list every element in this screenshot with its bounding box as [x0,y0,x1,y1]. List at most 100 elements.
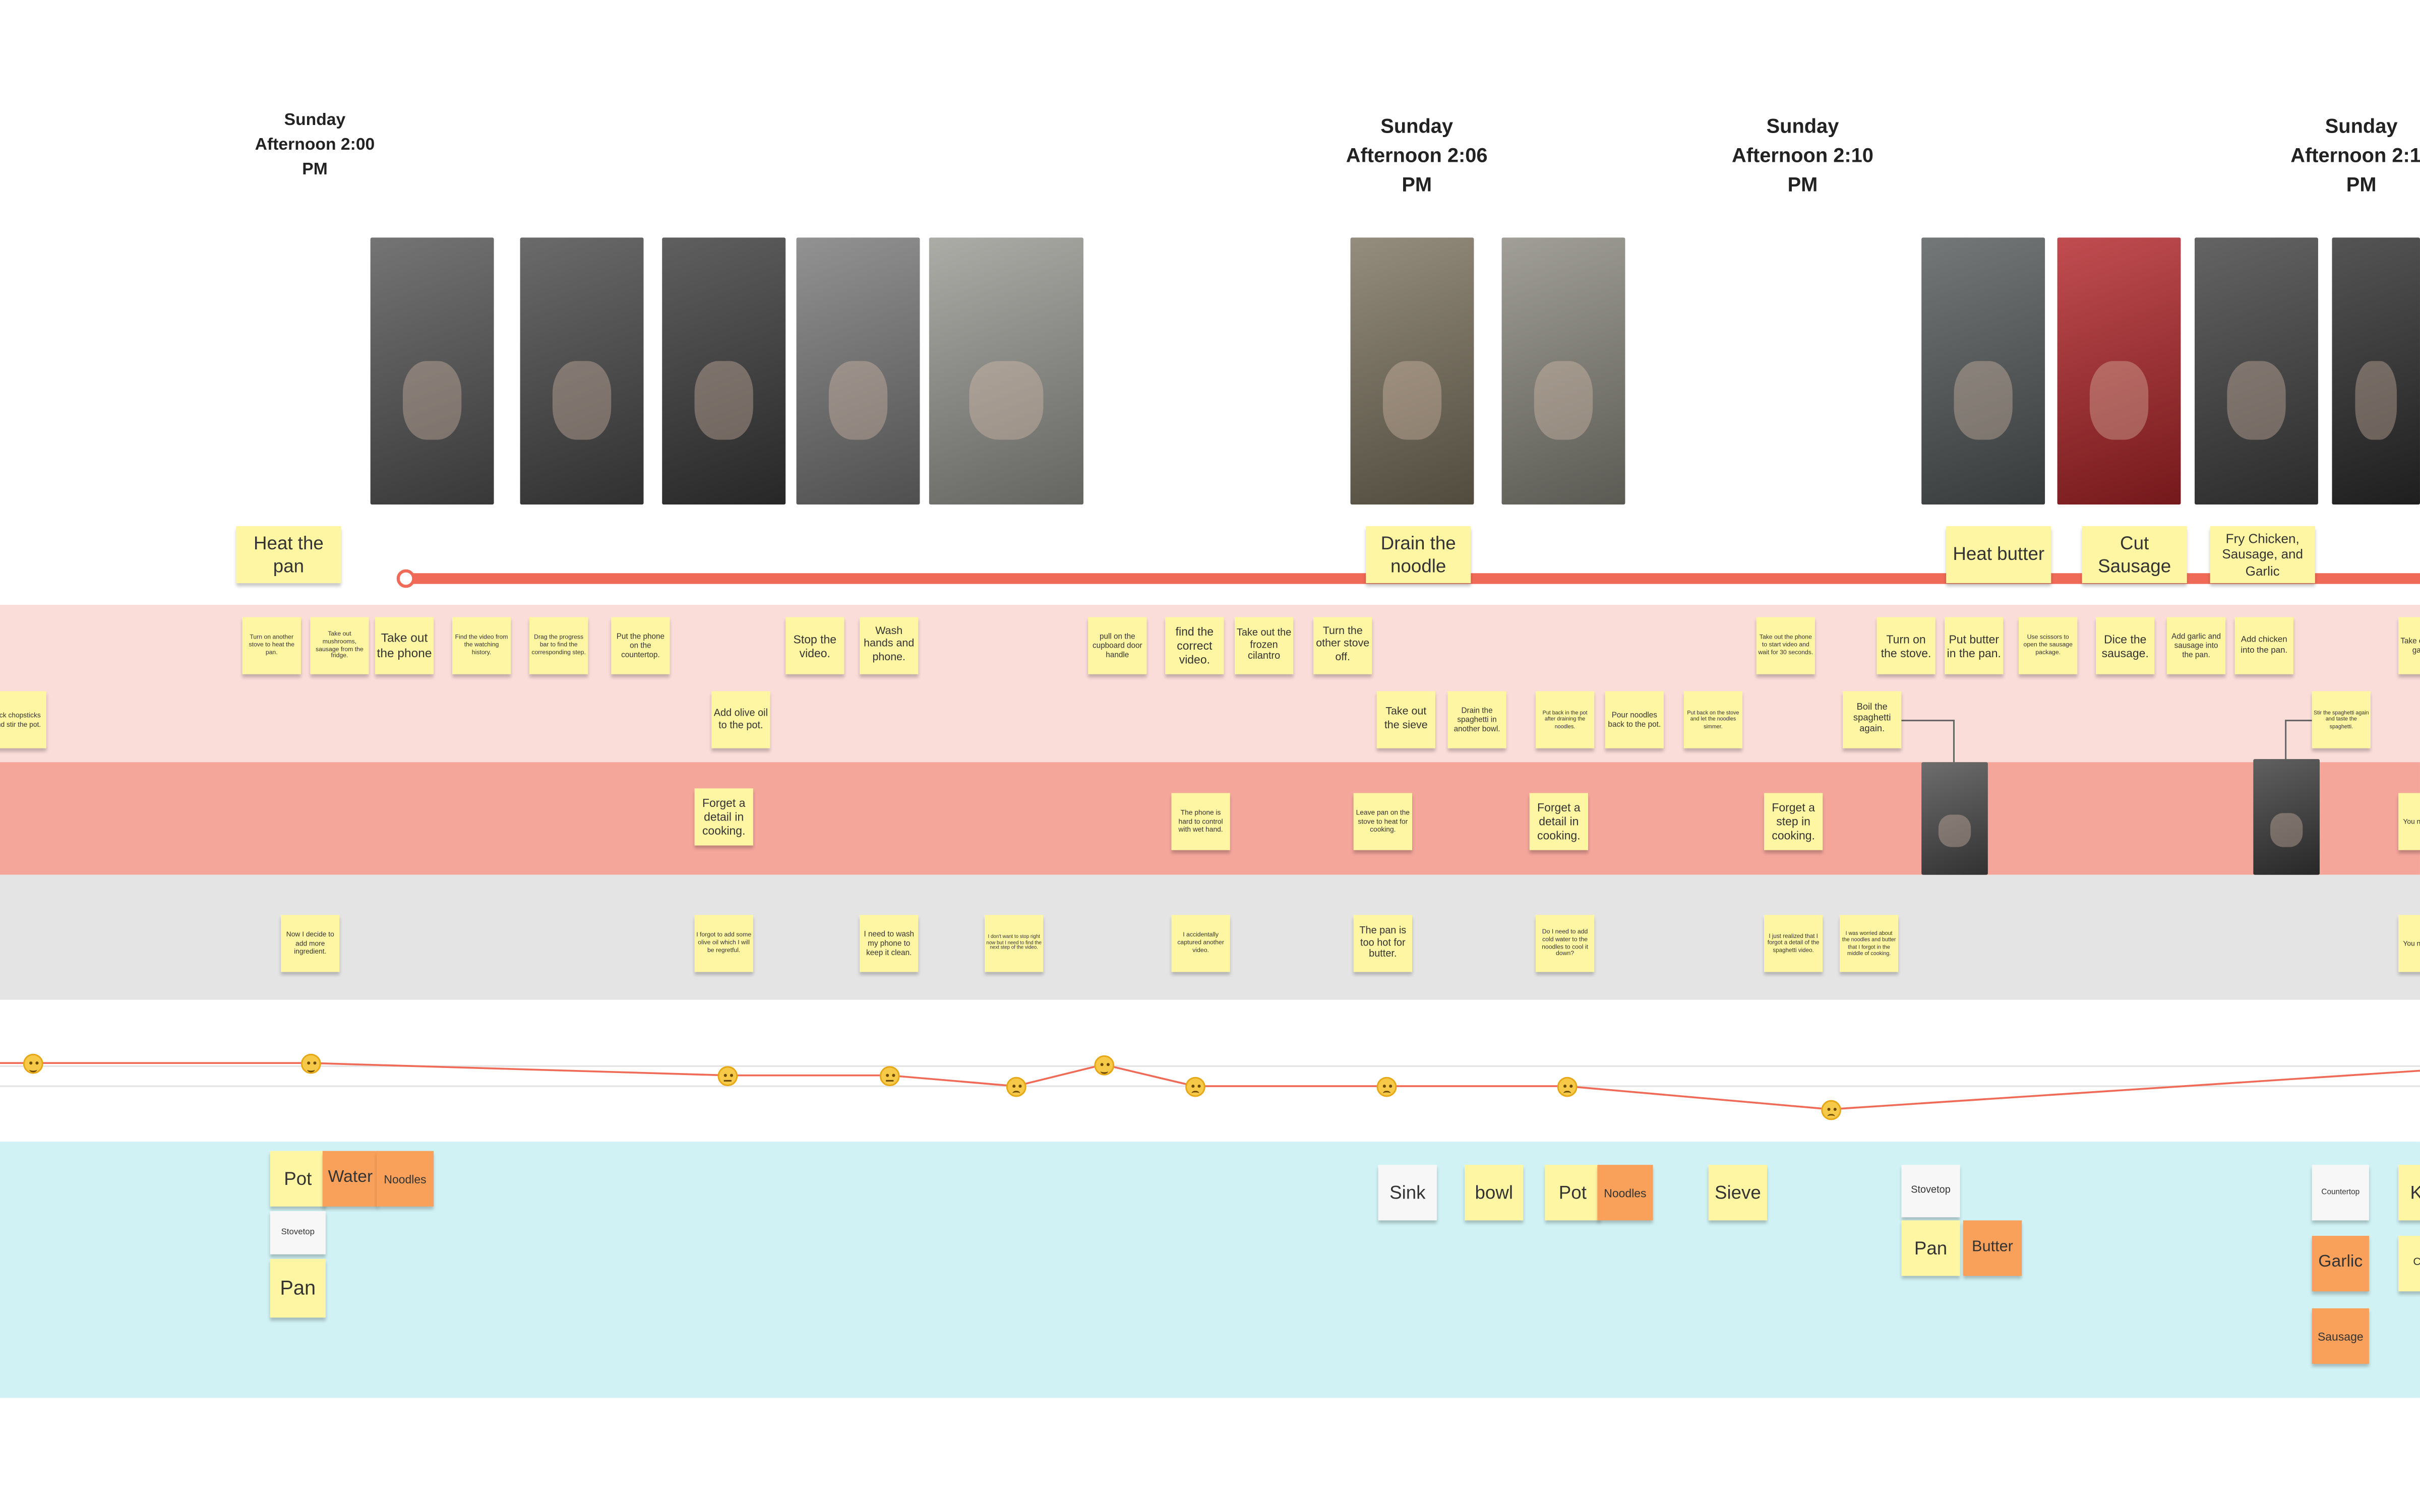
photo-washing-hands[interactable] [796,237,920,505]
thought-note[interactable]: Do I need to add cold water to the noodl… [1535,915,1595,972]
photo-frying[interactable] [2195,237,2318,505]
emotion-sad-icon [1185,1077,1205,1097]
action-note[interactable]: pull on the cupboard door handle [1088,617,1147,674]
connector-stir-spaghetti [2285,720,2312,760]
object-note[interactable]: Sink [1378,1165,1437,1221]
thought-note[interactable]: I need to wash my phone to keep it clean… [860,915,919,972]
thought-note[interactable]: Now I decide to add more ingredient. [281,915,340,972]
object-note[interactable]: Countertop [2312,1165,2369,1221]
action-note[interactable]: Put back in the pot after draining the n… [1535,691,1595,748]
photo-phone-in-hand[interactable] [370,237,494,505]
action-note[interactable]: Take out the garlic [2398,617,2420,674]
thought-note[interactable]: You need to [2398,915,2420,972]
phase-drain-the-noodle[interactable]: Drain the noodle [1366,526,1471,584]
photo-pot-on-stove[interactable] [662,237,786,505]
action-note[interactable]: Take out the frozen cilantro [1234,617,1294,674]
timestamp-1: Sunday Afternoon 2:00 PM [255,111,375,179]
object-note[interactable]: Noodles [376,1151,434,1207]
object-note[interactable]: Sieve [1708,1165,1768,1221]
object-note[interactable]: Water [322,1151,378,1207]
emotion-happy-icon [300,1053,321,1074]
timeline-start-marker [396,569,415,588]
object-note[interactable]: Stovetop [1901,1165,1960,1218]
thought-note[interactable]: I don't want to stop right now but I nee… [985,915,1044,972]
timestamp-3: Sunday Afternoon 2:10 PM [1732,114,1873,196]
action-note[interactable]: Use scissors to open the sausage package… [2019,617,2078,674]
action-note[interactable]: Take out mushrooms, sausage from the fri… [310,617,369,674]
pain-point-note[interactable]: The phone is hard to control with wet ha… [1171,793,1230,850]
object-note[interactable]: Cut [2398,1236,2420,1292]
action-note[interactable]: Add olive oil to the pot. [711,691,770,748]
object-note[interactable]: Pot [270,1151,326,1207]
action-note[interactable]: Put butter in the pan. [1945,617,2004,674]
photo-frying-2[interactable] [2332,237,2420,505]
object-note[interactable]: Noodles [1597,1165,1653,1221]
object-note[interactable]: Butter [1963,1220,2022,1276]
action-note[interactable]: Stir the spaghetti again and taste the s… [2312,691,2371,748]
photo-holding-phone[interactable] [929,237,1083,505]
action-note[interactable]: Add garlic and sausage into the pan. [2166,617,2226,674]
object-note[interactable]: Garlic [2312,1236,2369,1292]
action-note[interactable]: Dice the sausage. [2096,617,2155,674]
timestamp-4: Sunday Afternoon 2:13 PM [2290,114,2420,196]
emotion-happy-icon [1094,1055,1115,1076]
phase-heat-butter[interactable]: Heat butter [1946,526,2051,584]
action-note[interactable]: Drag the progress bar to find the corres… [529,617,588,674]
action-note[interactable]: Turn on another stove to heat the pan. [242,617,301,674]
action-note[interactable]: Drain the spaghetti in another bowl. [1447,691,1506,748]
photo-noodles-in-pot[interactable] [1501,237,1625,505]
action-note[interactable]: Take out the phone [375,617,434,674]
emotion-sad-icon [1006,1077,1026,1097]
action-note[interactable]: Find the video from the watching history… [452,617,511,674]
object-note[interactable]: Pan [1901,1220,1960,1276]
action-note[interactable]: Take out the phone to start video and wa… [1756,617,1815,674]
action-note[interactable]: find the correct video. [1165,617,1224,674]
action-note[interactable]: Put the phone on the countertop. [611,617,670,674]
photo-pan-closeup[interactable] [2253,759,2320,875]
object-note[interactable]: bowl [1465,1165,1524,1221]
pain-point-note[interactable]: Leave pan on the stove to heat for cooki… [1353,793,1412,850]
action-note[interactable]: Turn on the stove. [1877,617,1935,674]
phase-cut-sausage[interactable]: Cut Sausage [2082,526,2187,584]
object-note[interactable]: Kn [2398,1165,2420,1221]
action-note[interactable]: Wash hands and phone. [860,617,919,674]
thought-note[interactable]: I accidentally captured another video. [1171,915,1230,972]
phase-heat-the-pan[interactable]: Heat the pan [236,526,341,584]
thought-note[interactable]: I was worried about the noodles and butt… [1839,915,1899,972]
action-note[interactable]: Put back on the stove and let the noodle… [1683,691,1743,748]
emotion-sad-icon [1821,1100,1842,1120]
thought-note[interactable]: The pan is too hot for butter. [1353,915,1412,972]
action-note[interactable]: Add chicken into the pan. [2234,617,2293,674]
object-note[interactable]: Pot [1545,1165,1601,1221]
action-note[interactable]: Turn the other stove off. [1313,617,1372,674]
pain-point-note[interactable]: Forget a detail in cooking. [694,788,753,846]
pain-point-note[interactable]: Forget a detail in cooking. [1529,793,1588,850]
action-note[interactable]: Pick chopsticks and stir the pot. [0,691,46,748]
emotion-sad-icon [1557,1077,1578,1097]
emotion-sad-icon [1376,1077,1397,1097]
pain-point-note[interactable]: Forget a step in cooking. [1764,793,1823,850]
emotion-happy-icon [23,1053,43,1074]
action-note[interactable]: Take out the sieve [1376,691,1435,748]
photo-heating-butter[interactable] [1921,237,2045,505]
photo-cutting-sausage[interactable] [2057,237,2181,505]
phase-fry[interactable]: Fry Chicken, Sausage, and Garlic [2210,526,2315,584]
photo-pan-on-stove[interactable] [520,237,644,505]
action-note[interactable]: Pour noodles back to the pot. [1605,691,1664,748]
action-note[interactable]: Stop the video. [785,617,844,674]
emotion-neutral-icon [717,1066,738,1087]
photo-draining-noodles[interactable] [1350,237,1474,505]
emotion-curve [0,1062,2420,1110]
connector-boil-spaghetti [1898,720,1955,763]
object-note[interactable]: Stovetop [270,1211,326,1254]
thought-note[interactable]: I just realized that I forgot a detail o… [1764,915,1823,972]
photo-stove-closeup[interactable] [1921,762,1988,875]
timestamp-2: Sunday Afternoon 2:06 PM [1346,114,1488,196]
thought-note[interactable]: I forgot to add some olive oil which I w… [694,915,753,972]
action-note[interactable]: Boil the spaghetti again. [1843,691,1902,748]
object-note[interactable]: Pan [270,1258,326,1318]
pain-point-note[interactable]: You need to [2398,793,2420,850]
object-note[interactable]: Sausage [2312,1308,2369,1364]
